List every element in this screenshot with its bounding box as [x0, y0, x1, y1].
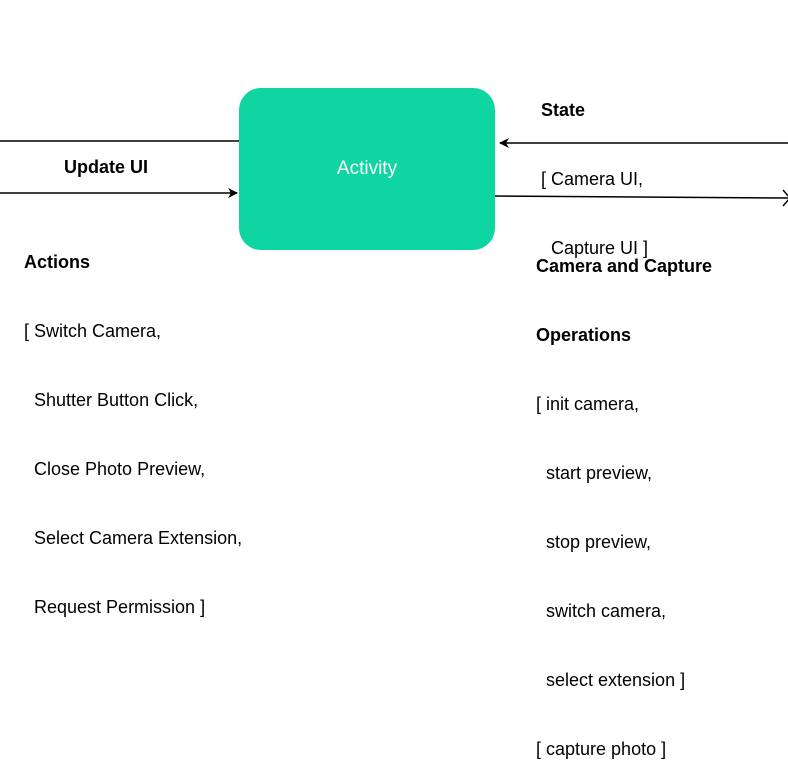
camera-ops-arrowhead: [782, 189, 788, 207]
activity-node: Activity: [239, 88, 495, 250]
actions-title: Actions: [24, 252, 91, 272]
camera-ops-line: start preview,: [536, 463, 653, 483]
camera-ops-line: switch camera,: [536, 601, 667, 621]
actions-line: Select Camera Extension,: [24, 528, 243, 548]
update-ui-title: Update UI: [64, 157, 149, 177]
camera-ops-title: Operations: [536, 325, 632, 345]
state-label: State [ Camera UI, Capture UI ]: [541, 53, 648, 283]
actions-label: Actions [ Switch Camera, Shutter Button …: [24, 205, 242, 642]
activity-node-label: Activity: [336, 158, 398, 179]
state-line: Capture UI ]: [541, 238, 649, 258]
camera-ops-line: [ capture photo ]: [536, 739, 667, 759]
update-ui-label: Update UI: [64, 110, 148, 202]
camera-ops-line: [ init camera,: [536, 394, 640, 414]
edges-layer: [0, 138, 788, 207]
actions-line: [ Switch Camera,: [24, 321, 162, 341]
camera-ops-edge: [494, 195, 788, 199]
actions-line: Request Permission ]: [24, 597, 206, 617]
camera-ops-title: Camera and Capture: [536, 256, 713, 276]
state-title: State: [541, 100, 586, 120]
state-line: [ Camera UI,: [541, 169, 644, 189]
camera-ops-line: select extension ]: [536, 670, 686, 690]
camera-ops-line: stop preview,: [536, 532, 652, 552]
actions-line: Close Photo Preview,: [24, 459, 206, 479]
actions-line: Shutter Button Click,: [24, 390, 199, 410]
camera-ops-label: Camera and Capture Operations [ init cam…: [536, 209, 712, 784]
